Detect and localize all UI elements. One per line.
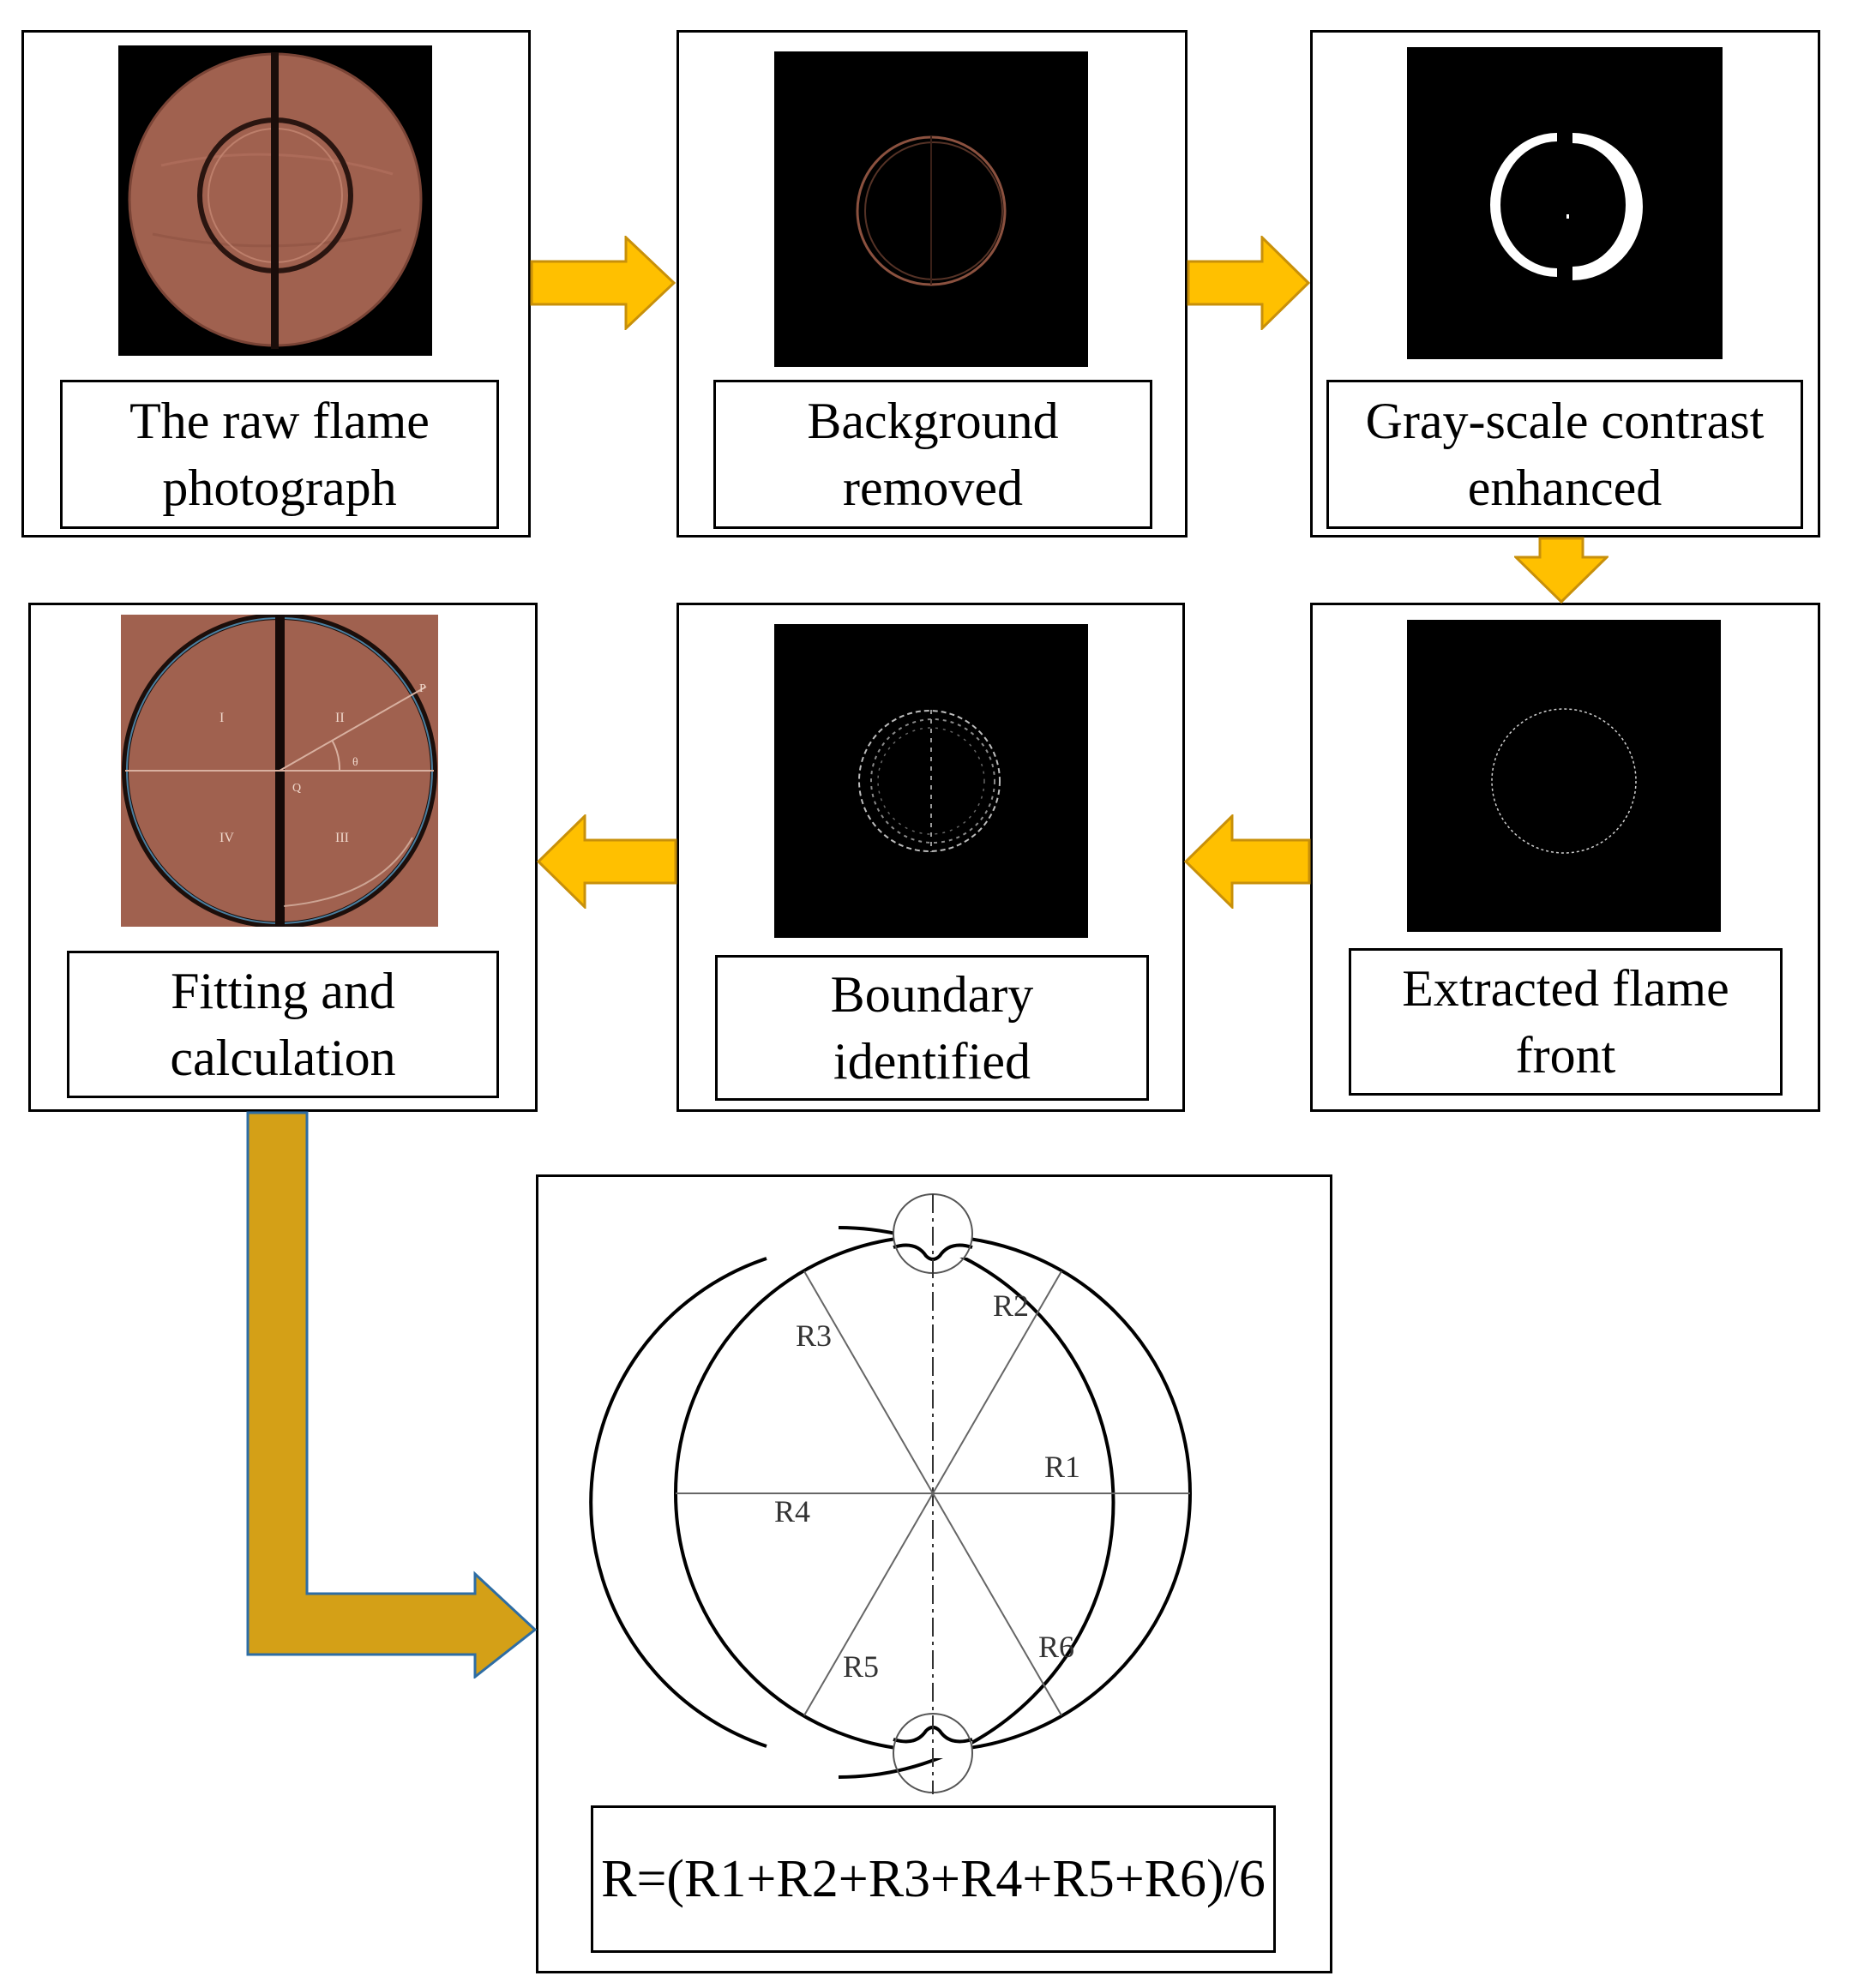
step-label-extracted: Extracted flame front xyxy=(1349,948,1783,1096)
quadrant-label-ii: II xyxy=(335,711,345,725)
quadrant-label-iv: IV xyxy=(219,831,234,845)
point-p-label: P xyxy=(419,682,426,695)
radius-label-r1: R1 xyxy=(1044,1450,1080,1484)
arrow-fitting-to-radius-diagram xyxy=(245,1111,538,1679)
arrow-boundary-to-fitting xyxy=(537,814,677,909)
radius-line-diag-2 xyxy=(803,1270,1062,1716)
fitting-image: I II III IV P Q θ xyxy=(121,615,438,927)
step-label-raw: The raw flame photograph xyxy=(60,380,499,529)
extracted-front-image xyxy=(1407,620,1721,932)
radius-label-r6: R6 xyxy=(1038,1630,1074,1664)
step-box-fitting: I II III IV P Q θ Fitting and calculatio… xyxy=(28,603,538,1112)
step-box-raw: The raw flame photograph xyxy=(21,30,531,538)
radius-diagram: R1 R2 R3 R4 R5 R6 xyxy=(589,1193,1192,1794)
raw-flame-image xyxy=(118,45,432,356)
step-label-background: Background removed xyxy=(713,380,1152,529)
step-box-background: Background removed xyxy=(676,30,1188,538)
radius-label-r4: R4 xyxy=(774,1494,810,1529)
arrow-background-to-contrast xyxy=(1187,236,1312,330)
step-label-contrast: Gray-scale contrast enhanced xyxy=(1326,380,1803,529)
step-box-extracted: Extracted flame front xyxy=(1310,603,1820,1112)
quadrant-label-i: I xyxy=(219,711,224,725)
radius-label-r3: R3 xyxy=(796,1318,832,1353)
angle-label: θ xyxy=(352,756,358,769)
step-box-contrast: Gray-scale contrast enhanced xyxy=(1310,30,1820,538)
boundary-image xyxy=(774,624,1088,938)
background-removed-image xyxy=(774,51,1088,367)
arrow-contrast-to-extracted xyxy=(1514,537,1608,604)
step-box-boundary: Boundary identified xyxy=(676,603,1185,1112)
radius-label-r2: R2 xyxy=(993,1288,1029,1323)
arrow-raw-to-background xyxy=(530,236,677,330)
step-label-boundary: Boundary identified xyxy=(715,955,1149,1101)
step-label-fitting: Fitting and calculation xyxy=(67,951,499,1098)
radius-diagram-box: R1 R2 R3 R4 R5 R6 R=(R1+R2+R3+R4+R5+R6)/… xyxy=(536,1174,1332,1973)
quadrant-label-iii: III xyxy=(335,831,349,845)
radius-formula: R=(R1+R2+R3+R4+R5+R6)/6 xyxy=(591,1805,1276,1953)
radius-label-r5: R5 xyxy=(843,1649,879,1684)
arrow-extracted-to-boundary xyxy=(1184,814,1311,909)
point-q-label: Q xyxy=(292,782,301,795)
contrast-enhanced-image xyxy=(1407,47,1723,359)
